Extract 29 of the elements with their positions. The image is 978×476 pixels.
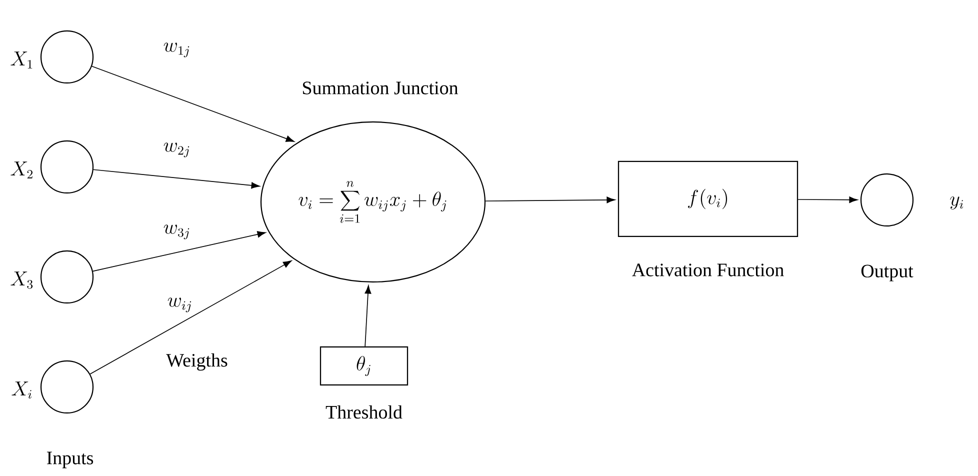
variable-label: $X_1$ xyxy=(10,52,32,68)
variable-label: $X_i$ xyxy=(12,382,32,399)
arrow xyxy=(90,260,292,374)
variable-label: $y_i$ xyxy=(950,196,964,210)
caption: Weigths xyxy=(166,353,228,371)
circle-node xyxy=(860,173,914,227)
node-label: Summation Junction xyxy=(303,82,458,94)
weight-label: $w_{2j}$ xyxy=(162,141,192,158)
weight-label: $w_{ij}$ xyxy=(166,296,194,314)
variable-label: $X_3$ xyxy=(10,272,33,289)
circle-node xyxy=(40,30,94,84)
caption: Inputs xyxy=(46,452,94,468)
node-label: Output xyxy=(861,264,914,282)
activation-box: $f(v_i)$ xyxy=(618,160,798,238)
circle-node xyxy=(40,360,94,414)
arrow xyxy=(91,66,294,142)
circle-node xyxy=(40,250,94,304)
arrow xyxy=(485,196,616,204)
node-label: Activation Function xyxy=(632,264,784,276)
node-label: Threshold xyxy=(326,405,402,419)
weight-label: $w_{1j}$ xyxy=(162,41,192,58)
variable-label: $X_2$ xyxy=(10,162,32,178)
weight-label: $w_{3j}$ xyxy=(162,223,192,240)
arrow xyxy=(364,285,372,347)
arrow xyxy=(798,196,858,203)
threshold-box: $\theta_j$ xyxy=(320,346,408,386)
arrow xyxy=(92,231,266,272)
arrow xyxy=(93,169,260,189)
circle-node xyxy=(40,140,94,194)
